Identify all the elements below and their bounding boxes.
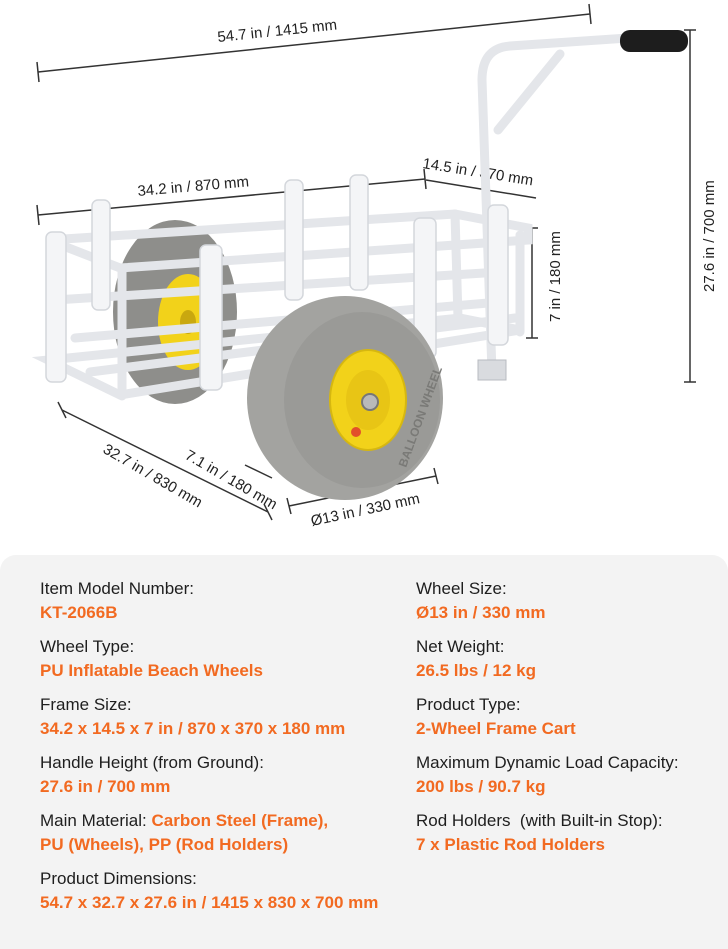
spec-value: PU (Wheels), PP (Rod Holders) <box>40 835 289 854</box>
spec-label: Product Type: <box>416 695 521 714</box>
spec-label: Product Dimensions: <box>40 869 197 888</box>
spec-label: Main Material: <box>40 811 147 830</box>
spec-value: 34.2 x 14.5 x 7 in / 870 x 370 x 180 mm <box>40 719 346 738</box>
spec-label: Frame Size: <box>40 695 132 714</box>
spec-label: Wheel Size: <box>416 579 507 598</box>
spec-rod-holders: Rod Holders (with Built-in Stop): 7 x Pl… <box>416 809 663 857</box>
spec-product-type: Product Type: 2-Wheel Frame Cart <box>416 693 576 741</box>
spec-value: 27.6 in / 700 mm <box>40 777 171 796</box>
dimension-total-width: 32.7 in / 830 mm <box>57 401 273 521</box>
spec-main-material: Main Material: Carbon Steel (Frame), PU … <box>40 809 328 857</box>
spec-net-weight: Net Weight: 26.5 lbs / 12 kg <box>416 635 536 683</box>
dimension-handle-height: 27.6 in / 700 mm <box>684 29 718 383</box>
front-wheel: BALLOON WHEEL <box>247 296 445 500</box>
spec-label: Handle Height (from Ground): <box>40 753 264 772</box>
spec-value: Carbon Steel (Frame), <box>151 811 329 830</box>
spec-material-line-1: Main Material: Carbon Steel (Frame), <box>40 809 328 833</box>
spec-wheel-type: Wheel Type: PU Inflatable Beach Wheels <box>40 635 263 683</box>
spec-value: PU Inflatable Beach Wheels <box>40 661 263 680</box>
spec-label: Net Weight: <box>416 637 505 656</box>
spec-value: 26.5 lbs / 12 kg <box>416 661 537 680</box>
dimension-basket-height: 7 in / 180 mm <box>526 227 564 339</box>
spec-value: KT-2066B <box>40 603 118 622</box>
spec-product-dimensions: Product Dimensions: 54.7 x 32.7 x 27.6 i… <box>40 867 378 915</box>
dimension-label-total-length: 54.7 in / 1415 mm <box>217 17 338 46</box>
spec-value: Ø13 in / 330 mm <box>416 603 546 622</box>
dimension-label-handle-height: 27.6 in / 700 mm <box>701 180 718 292</box>
spec-label: Rod Holders (with Built-in Stop): <box>416 811 663 830</box>
spec-frame-size: Frame Size: 34.2 x 14.5 x 7 in / 870 x 3… <box>40 693 345 741</box>
spec-item-model-number: Item Model Number: KT-2066B <box>40 577 194 625</box>
spec-value: 7 x Plastic Rod Holders <box>416 835 605 854</box>
handle-grip <box>620 30 688 52</box>
spec-value: 2-Wheel Frame Cart <box>416 719 576 738</box>
spec-handle-height: Handle Height (from Ground): 27.6 in / 7… <box>40 751 264 799</box>
specifications-panel: Item Model Number: KT-2066B Wheel Type: … <box>0 555 728 949</box>
spec-label: Wheel Type: <box>40 637 135 656</box>
spec-label: Maximum Dynamic Load Capacity: <box>416 753 679 772</box>
spec-value: 200 lbs / 90.7 kg <box>416 777 546 796</box>
dimension-basket-width: 14.5 in / 370 mm <box>421 155 537 199</box>
spec-wheel-size: Wheel Size: Ø13 in / 330 mm <box>416 577 545 625</box>
spec-label: Item Model Number: <box>40 579 194 598</box>
dimension-label-basket-width: 14.5 in / 370 mm <box>421 155 534 189</box>
product-dimension-figure: 54.7 in / 1415 mm 34.2 in / 870 mm 14.5 … <box>31 3 718 530</box>
dimension-label-basket-height: 7 in / 180 mm <box>547 231 564 322</box>
cart-illustration: BALLOON WHEEL <box>31 30 688 500</box>
dimension-label-basket-length: 34.2 in / 870 mm <box>137 173 250 200</box>
spec-load-capacity: Maximum Dynamic Load Capacity: 200 lbs /… <box>416 751 679 799</box>
rod-holders <box>45 174 509 391</box>
spec-value: 54.7 x 32.7 x 27.6 in / 1415 x 830 x 700… <box>40 893 379 912</box>
